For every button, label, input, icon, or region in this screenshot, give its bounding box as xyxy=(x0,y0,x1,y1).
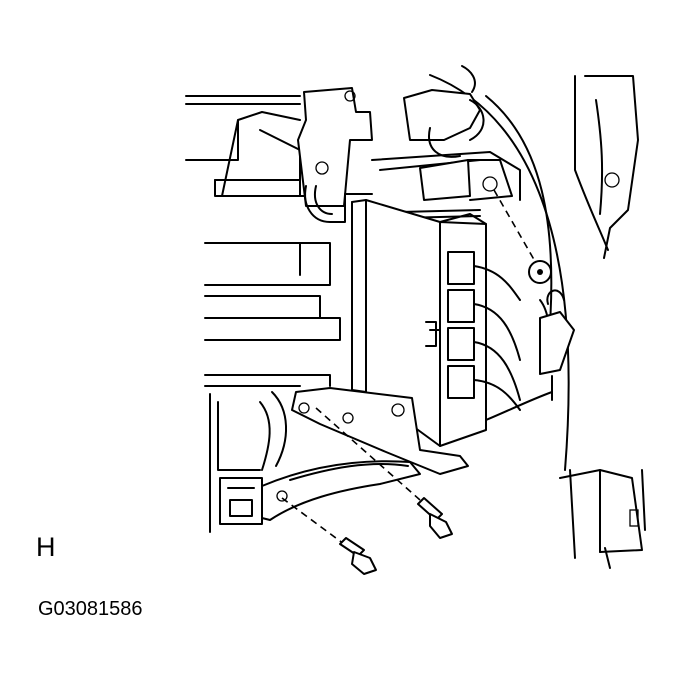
ecu-upper-frame xyxy=(371,151,521,219)
lower-mounting-bracket xyxy=(261,387,469,521)
view-label: H xyxy=(36,532,56,562)
ecu-module xyxy=(351,199,487,447)
top-harness-clamp xyxy=(403,65,485,158)
mounting-nut xyxy=(493,189,552,284)
drawing-code: G03081586 xyxy=(38,598,143,620)
dash-panel-structure xyxy=(185,95,341,533)
connector-wires xyxy=(473,265,575,421)
upper-mounting-bracket xyxy=(297,87,373,223)
bolt-right xyxy=(315,407,453,539)
bolt-left xyxy=(281,497,377,575)
